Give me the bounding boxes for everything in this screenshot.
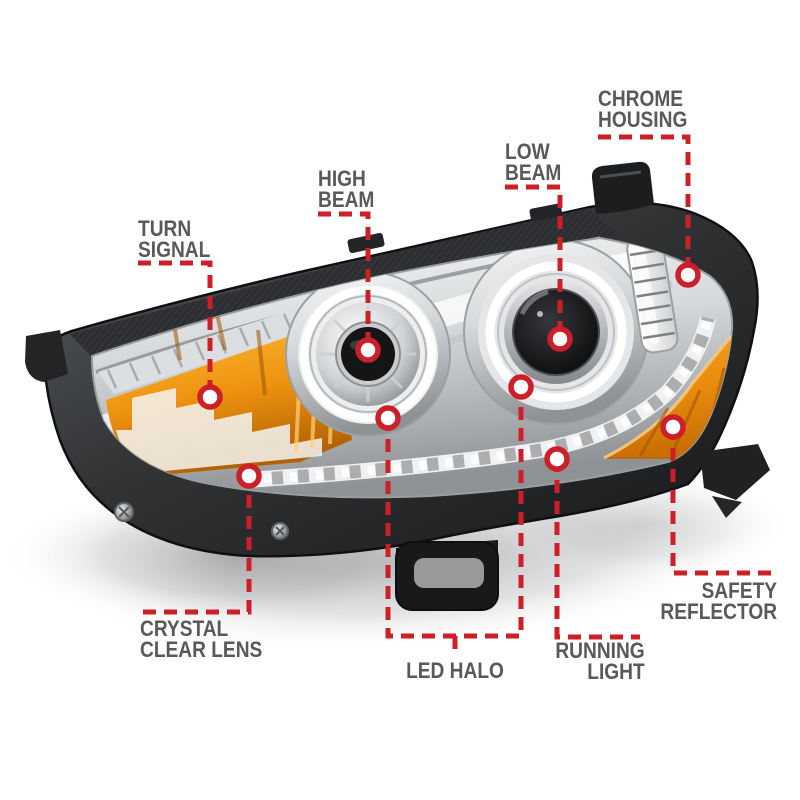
right-mounting-bracket	[700, 444, 770, 518]
callout-marker-safety-reflector	[660, 414, 686, 440]
low-beam-halo-ring	[485, 261, 627, 403]
callout-label-safety-reflector: SAFETY REFLECTOR	[660, 578, 777, 624]
lens-screw	[114, 502, 134, 522]
callout-line-led-halo	[385, 387, 524, 639]
callout-line-high-beam	[318, 211, 371, 350]
callout-line-chrome-housing	[598, 134, 691, 275]
callout-marker-crystal-clear-lens	[236, 463, 262, 489]
mounting-hardware	[25, 161, 770, 611]
callout-label-high-beam: HIGH BEAM	[318, 166, 375, 212]
top-clip	[529, 203, 563, 222]
callout-label-crystal-clear-lens: CRYSTAL CLEAR LENS	[140, 616, 263, 662]
left-mounting-tab	[25, 330, 68, 382]
callout-label-low-beam: LOW BEAM	[505, 139, 562, 185]
callout-line-turn-signal	[138, 260, 213, 397]
bottom-mounting-bracket	[395, 540, 499, 611]
callout-label-led-halo: LED HALO	[406, 658, 504, 683]
top-clip	[347, 232, 385, 254]
callout-label-turn-signal: TURN SIGNAL	[138, 216, 211, 262]
callout-marker-led-halo-left	[375, 405, 401, 431]
callout-label-chrome-housing: CHROME HOUSING	[598, 86, 688, 132]
reflector-flutes	[98, 298, 346, 394]
callout-line-safety-reflector	[670, 427, 777, 576]
callout-label-running-light: RUNNING LIGHT	[555, 638, 645, 684]
callout-marker-turn-signal	[197, 384, 223, 410]
callout-line-crystal-clear-lens	[143, 476, 252, 615]
callout-marker-chrome-housing	[675, 262, 701, 288]
callout-marker-low-beam	[547, 326, 573, 352]
callout-marker-running-light	[544, 446, 570, 472]
callout-marker-high-beam	[355, 337, 381, 363]
running-light-strip	[245, 316, 716, 488]
callout-line-running-light	[554, 459, 640, 640]
callout-marker-led-halo-right	[508, 374, 534, 400]
lens-screw	[271, 522, 289, 540]
callout-line-low-beam	[505, 184, 563, 339]
